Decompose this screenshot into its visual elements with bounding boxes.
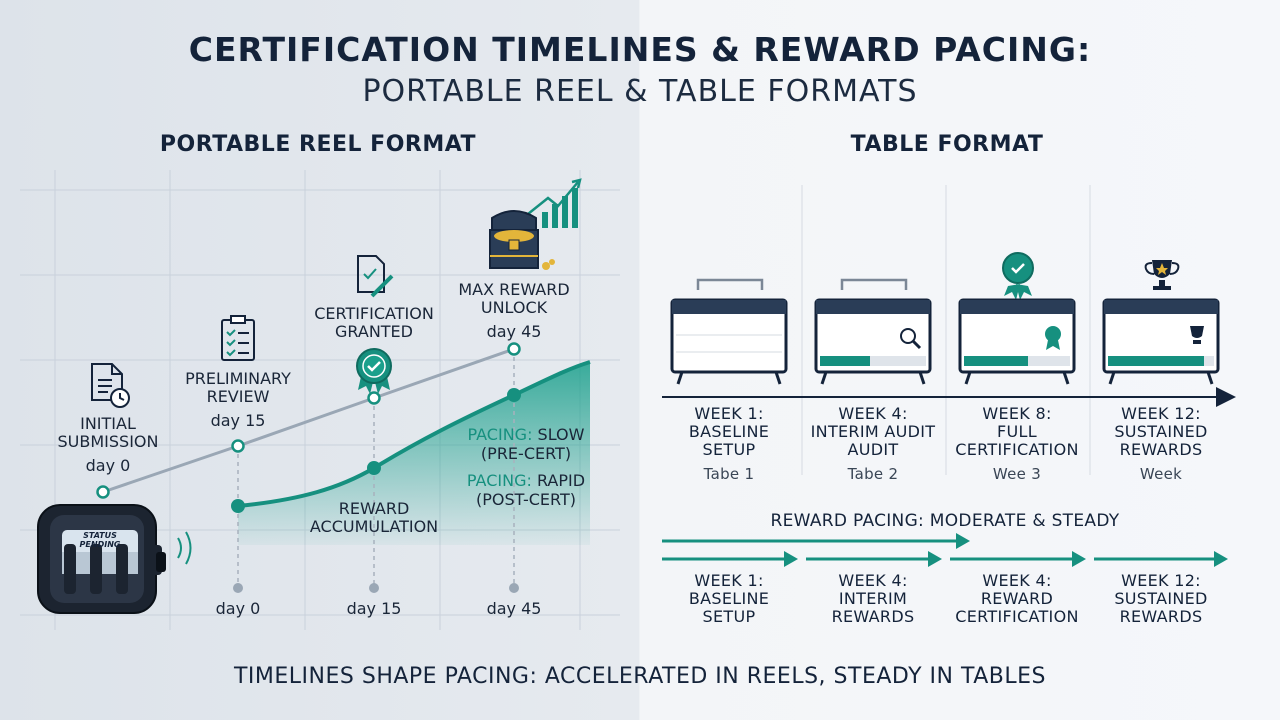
reel-status-label: STATUS PENDING [79, 531, 121, 549]
timeline-nodes [96, 342, 521, 499]
footer-caption: TIMELINES SHAPE PACING: ACCELERATED IN R… [233, 664, 1046, 689]
dashed-guides [237, 349, 515, 588]
axis-label-day-0: day 0 [215, 599, 261, 618]
page-title: CERTIFICATION TIMELINES & REWARD PACING: [188, 30, 1092, 69]
rosette-badge-icon [356, 348, 392, 394]
right-dividers [801, 185, 1091, 475]
table-device-3 [958, 252, 1076, 385]
milestone-initial-submission: INITIAL SUBMISSION day 0 [57, 414, 159, 475]
reward-accumulation-label: REWARD ACCUMULATION [309, 499, 439, 536]
milestone-max-reward-unlock: MAX REWARD UNLOCK day 45 [458, 280, 570, 341]
document-clock-icon [91, 363, 130, 408]
reward-pacing-heading: REWARD PACING: MODERATE & STEADY [770, 511, 1120, 531]
axis-dots [233, 583, 519, 593]
left-section-title: PORTABLE REEL FORMAT [159, 132, 477, 157]
pacing-arrows [662, 533, 1228, 567]
pacing-slow-label: PACING: SLOW (PRE-CERT) [467, 425, 585, 463]
certificate-pen-icon [357, 255, 394, 298]
table-device-2 [814, 278, 932, 385]
right-section-title: TABLE FORMAT [850, 132, 1044, 157]
reward-curve [237, 360, 591, 508]
milestone-preliminary-review: PRELIMINARY REVIEW day 15 [185, 369, 291, 430]
table-device-4 [1102, 260, 1220, 385]
page-subtitle: PORTABLE REEL & TABLE FORMATS [362, 74, 918, 109]
checklist-icon [221, 315, 255, 361]
portable-reel-device [37, 504, 192, 614]
certification-timeline-line [102, 347, 515, 494]
treasure-chest-icon [489, 178, 582, 270]
axis-label-day-15: day 15 [346, 599, 402, 618]
reward-nodes [231, 388, 521, 513]
reward-area [238, 362, 590, 545]
axis-label-day-45: day 45 [486, 599, 542, 618]
table-device-1 [670, 278, 788, 385]
pacing-rapid-label: PACING: RAPID (POST-CERT) [466, 471, 586, 509]
milestone-certification-granted: CERTIFICATION GRANTED [314, 304, 434, 341]
